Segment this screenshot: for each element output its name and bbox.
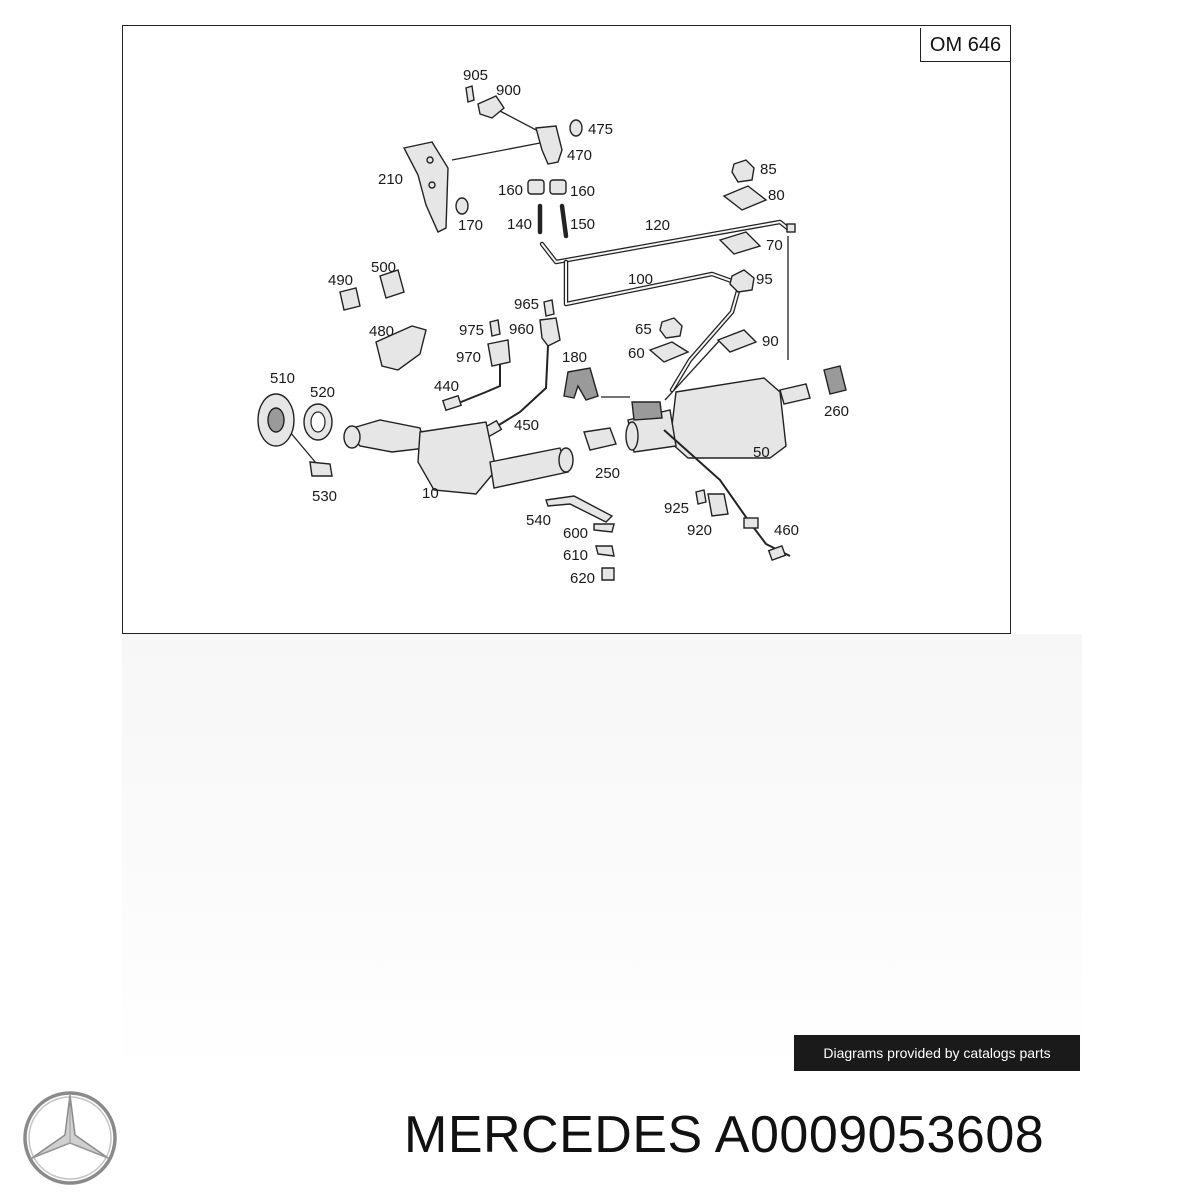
bracket-210 [402,141,449,233]
callout-920: 920 [687,522,712,539]
clip-70 [718,231,762,255]
three-pointed-star-icon [23,1091,117,1185]
callout-500: 500 [371,259,396,276]
callout-490: 490 [328,272,353,289]
bolt-620 [601,567,615,581]
callout-70: 70 [766,237,783,254]
callout-530: 530 [312,488,337,505]
callout-160-left: 160 [498,182,523,199]
callout-120: 120 [645,217,670,234]
clip-600 [593,523,615,533]
cap-925 [695,489,707,505]
callout-470: 470 [567,147,592,164]
exhaust-system-diagram: 905 900 475 470 210 160 160 85 80 170 14… [257,67,849,587]
cap-975 [489,319,501,337]
callout-60: 60 [628,345,645,362]
clamp-160-left [527,179,545,195]
callout-905: 905 [463,67,488,84]
callout-440: 440 [434,378,459,395]
callout-900: 900 [496,82,521,99]
nut-65 [659,317,683,339]
callout-260: 260 [824,403,849,420]
engine-code-label: OM 646 [920,28,1010,62]
bracket-490 [339,287,361,311]
callout-250: 250 [595,465,620,482]
clamp-500 [379,269,405,299]
nut-85 [731,159,755,183]
hose-150 [559,203,569,239]
part-number: A0009053608 [714,1106,1045,1164]
seal-475 [569,119,583,137]
callout-960: 960 [509,321,534,338]
credit-banner: Diagrams provided by catalogs parts [794,1035,1080,1071]
callout-100: 100 [628,271,653,288]
callout-210: 210 [378,171,403,188]
callout-90: 90 [762,333,779,350]
clip-60 [648,341,690,363]
callout-labels: 905 900 475 470 210 160 160 85 80 170 14… [270,67,849,587]
callout-95: 95 [756,271,773,288]
pressure-sensor-470 [535,125,563,165]
diagram-frame [122,25,1011,634]
clamp-160-right [549,179,567,195]
callout-510: 510 [270,370,295,387]
nut-95 [729,269,755,293]
callout-150: 150 [570,216,595,233]
callout-970: 970 [456,349,481,366]
callout-620: 620 [570,570,595,587]
callout-480: 480 [369,323,394,340]
background-fade [122,634,1082,1074]
callout-475: 475 [588,121,613,138]
cap-965 [543,299,555,317]
callout-140: 140 [507,216,532,233]
callout-450: 450 [514,417,539,434]
sensor-970 [487,339,511,367]
callout-80: 80 [768,187,785,204]
callout-160-right: 160 [570,183,595,200]
callout-540: 540 [526,512,551,529]
cap-905 [465,85,475,103]
callout-65: 65 [635,321,652,338]
bolt-530 [309,461,333,477]
outlet-pipe [489,447,569,489]
sensor-960 [539,317,561,347]
callout-50: 50 [753,444,770,461]
callout-925: 925 [664,500,689,517]
valve-900 [477,95,505,119]
clamp-260 [823,365,847,395]
callout-965: 965 [514,296,539,313]
bracket-480 [375,325,427,371]
callout-460: 460 [774,522,799,539]
callout-520: 520 [310,384,335,401]
sensor-cable-450 [493,345,549,429]
clip-90 [716,329,758,353]
callout-170: 170 [458,217,483,234]
callout-10: 10 [422,485,439,502]
washer-170 [455,197,469,215]
diesel-particulate-filter-10 [417,421,497,495]
callout-180: 180 [562,349,587,366]
sensor-cable-440 [455,364,501,405]
clamp-250 [583,427,617,451]
part-title: MERCEDES A0009053608 [404,1105,1044,1165]
callout-600: 600 [563,525,588,542]
clip-610 [595,545,615,557]
sensor-920 [707,493,729,517]
rubber-hanger-180 [563,367,599,401]
strap-540 [545,495,614,523]
brand-name: MERCEDES [404,1106,703,1164]
callout-85: 85 [760,161,777,178]
clip-80 [722,185,768,211]
callout-975: 975 [459,322,484,339]
callout-610: 610 [563,547,588,564]
